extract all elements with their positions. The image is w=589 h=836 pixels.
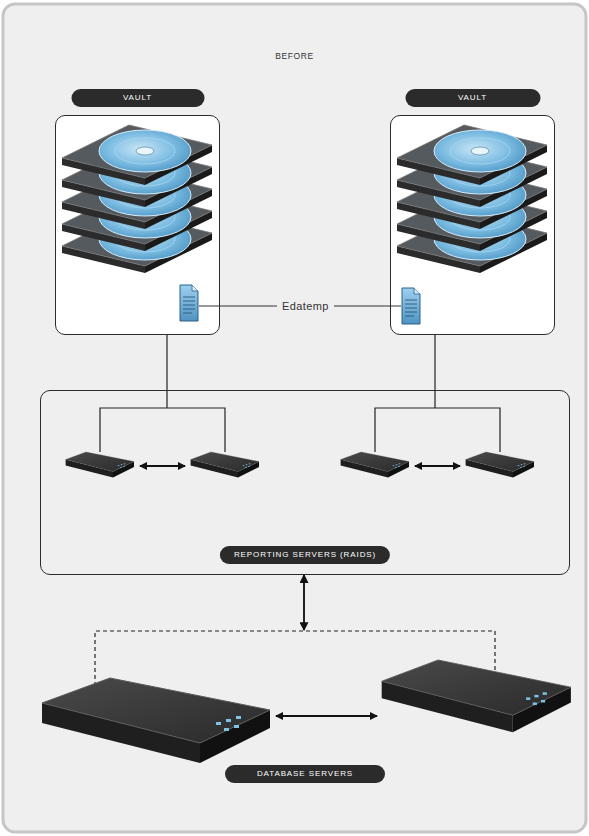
reporting-servers-band: REPORTING SERVERS (RAIDS) [40, 390, 570, 575]
vault-box: VAULT [390, 115, 555, 335]
vault-box: VAULT [55, 115, 220, 335]
database-servers-group: DATABASE SERVERS [40, 630, 570, 788]
group-label: VAULT [405, 89, 540, 107]
connector [434, 335, 435, 390]
group-label: REPORTING SERVERS (RAIDS) [220, 546, 390, 564]
diagram-title: BEFORE [0, 51, 589, 61]
connector [166, 335, 167, 390]
connector [303, 575, 305, 630]
group-label: VAULT [71, 89, 204, 107]
file-label: Edatemp [277, 299, 334, 313]
group-label: DATABASE SERVERS [225, 765, 385, 783]
